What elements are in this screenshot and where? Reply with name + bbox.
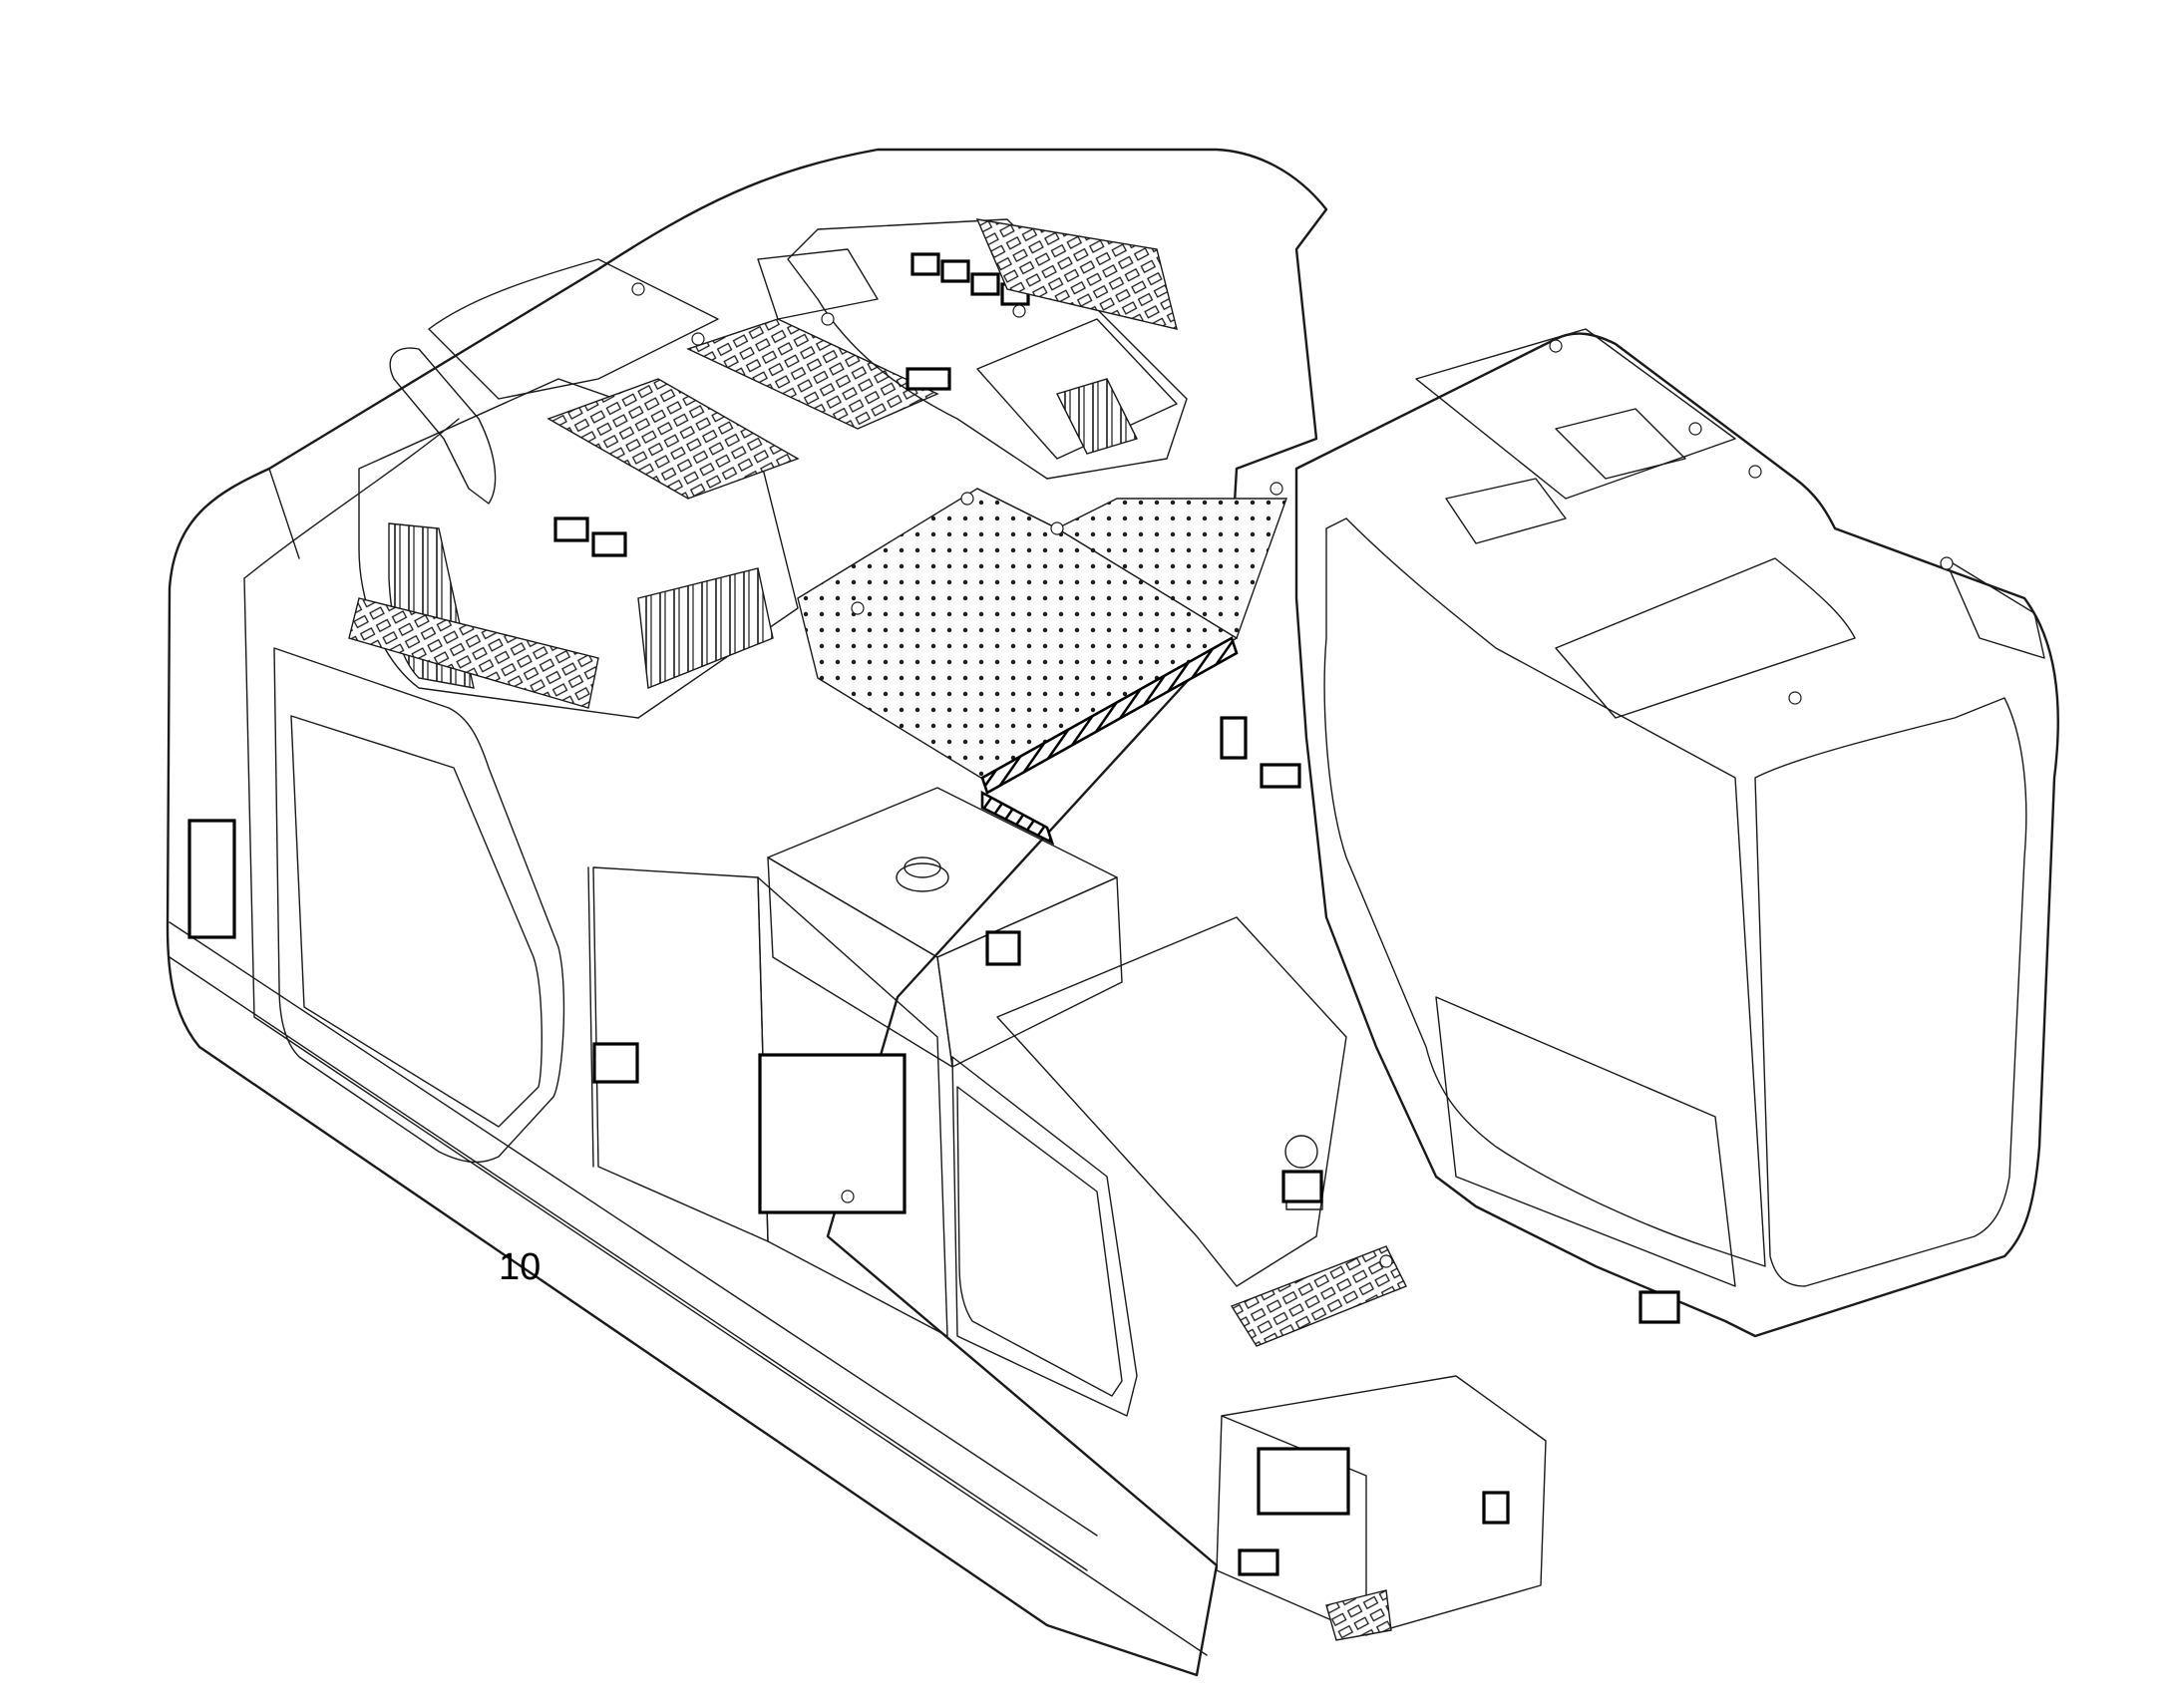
step-area xyxy=(996,916,1407,1347)
fuel-cap xyxy=(896,862,949,892)
rear-decal xyxy=(187,819,236,939)
part-callout-10: 10 xyxy=(499,1246,542,1288)
rear-top-grilles xyxy=(428,248,939,500)
right-engine-hood xyxy=(787,218,1188,480)
operator-cab xyxy=(1220,328,2059,1338)
housing-body xyxy=(166,148,1328,1677)
decals xyxy=(187,819,1323,1203)
front-tool-box xyxy=(1216,1375,1547,1641)
center-door-panels xyxy=(592,866,1138,1417)
perforated-deck-plates xyxy=(797,488,1287,789)
exhaust-stack xyxy=(389,347,497,505)
tank-block xyxy=(767,787,1123,1068)
cab-side-window xyxy=(1323,517,1766,1267)
hatched-guard-rail xyxy=(980,636,1239,846)
left-engine-cover xyxy=(348,347,799,719)
fasteners xyxy=(631,282,1954,1268)
cab-front-window xyxy=(1754,697,2027,1287)
access-door-panel xyxy=(758,1053,907,1214)
left-side-door-panel xyxy=(273,647,594,1168)
